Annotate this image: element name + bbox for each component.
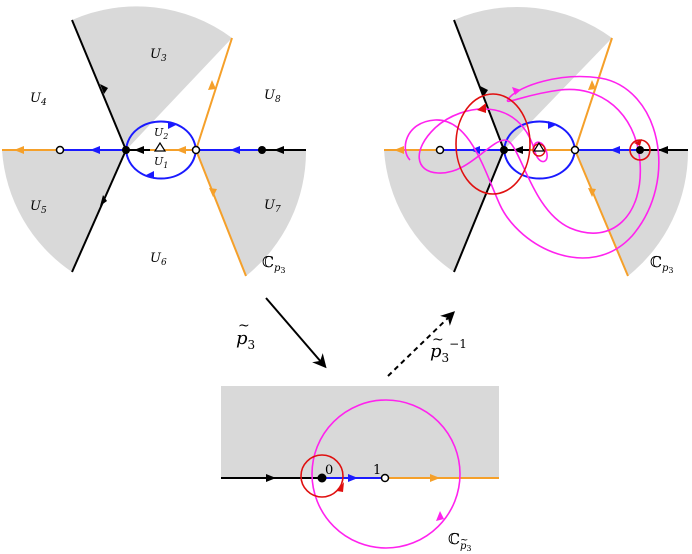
forward-map-arrow — [265, 297, 327, 369]
upper-half-plane — [221, 386, 499, 478]
bottom-arrow-blue — [348, 474, 358, 482]
right-sector-left — [384, 150, 504, 272]
bottom-plane-tilde: ~ — [460, 535, 468, 546]
map-arrows: p3 ~ p3−1 ~ — [236, 297, 467, 377]
left-arrow-orange-mid — [176, 146, 186, 154]
left-plane-label: ℂp3 — [262, 253, 285, 275]
left-panel: U3 U4 U8 U2 U1 U5 U7 U6 ℂp3 — [2, 6, 307, 277]
left-arrow-blue-right — [230, 146, 240, 154]
right-red-arrow-large — [477, 103, 486, 113]
left-arrow-orange-down — [209, 188, 217, 197]
label-u3: U3 — [150, 47, 167, 64]
label-u5: U5 — [30, 199, 47, 216]
left-arrow-black-inner — [134, 146, 144, 154]
right-arrow-black-right — [658, 146, 668, 154]
right-arrow-orange-down — [588, 188, 596, 197]
bottom-plane-label: ℂp3 — [448, 530, 471, 553]
left-arrow-blue-loop-bottom — [146, 171, 154, 179]
left-arrow-orange-up — [208, 80, 216, 90]
left-arrow-orange-left — [14, 146, 24, 154]
right-arrow-black-inner — [513, 146, 523, 154]
left-ray-up-black — [71, 19, 127, 151]
right-triangle-marker — [532, 141, 546, 152]
right-point-open-left — [435, 145, 445, 155]
right-magenta-arrow — [512, 87, 521, 95]
left-arrow-black-right — [274, 146, 284, 154]
right-plane-label: ℂp3 — [650, 253, 673, 275]
bottom-label-one: 1 — [373, 463, 381, 478]
right-arrow-blue-right — [610, 146, 620, 154]
forward-map-label: p3 — [236, 328, 255, 352]
left-point-open-left — [55, 145, 65, 155]
right-ray-down-orange — [574, 149, 629, 277]
right-red-arrow-small — [634, 139, 642, 146]
right-arrow-orange-up — [588, 80, 596, 90]
right-arrow-black-up — [480, 86, 488, 96]
right-ray-up-black — [453, 19, 505, 151]
left-arrow-black-down — [100, 195, 107, 206]
right-arrow-blue-loop — [548, 121, 556, 129]
label-u6: U6 — [150, 251, 167, 268]
left-sector-u7 — [196, 150, 307, 276]
left-ray-down-black — [71, 149, 127, 273]
bottom-arrow-orange — [430, 474, 440, 482]
left-point-critical — [258, 146, 266, 154]
left-arrow-blue-left — [90, 146, 100, 154]
bottom-red-arrow — [337, 482, 344, 492]
right-sector-top — [454, 6, 612, 151]
label-u2: U2 — [154, 126, 168, 141]
inverse-map-tilde: ~ — [432, 332, 444, 348]
bottom-red-circle — [300, 454, 344, 498]
label-u1: U1 — [154, 155, 168, 170]
right-sector-right — [575, 150, 689, 276]
right-point-zero — [500, 146, 508, 154]
label-u4: U4 — [30, 91, 47, 108]
right-panel: ℂp3 — [384, 6, 689, 277]
forward-map-tilde: ~ — [238, 318, 250, 334]
label-u8: U8 — [264, 88, 281, 105]
right-red-loop-large — [455, 93, 531, 195]
bottom-arrow-black — [266, 474, 276, 482]
left-triangle-marker — [153, 141, 167, 152]
inverse-map-label: p3−1 — [430, 337, 467, 365]
bottom-point-one — [380, 473, 390, 483]
right-arrow-orange-left — [394, 146, 404, 154]
bottom-point-zero — [317, 473, 327, 483]
right-point-open-right — [570, 145, 580, 155]
left-arrow-black-up — [100, 84, 108, 94]
bottom-magenta-arrow — [436, 511, 444, 521]
right-point-critical — [636, 146, 644, 154]
left-point-zero — [122, 146, 130, 154]
left-ray-up-orange — [195, 37, 233, 151]
bottom-magenta-circle — [311, 399, 461, 549]
left-arrow-blue-loop-top — [168, 121, 176, 129]
right-ray-down-black — [453, 149, 505, 273]
bottom-label-zero: 0 — [325, 463, 333, 478]
left-sector-u5 — [2, 150, 126, 272]
bottom-panel: 0 1 ℂp3 ~ — [221, 386, 499, 553]
label-u7: U7 — [264, 198, 281, 215]
left-point-open-right — [191, 145, 201, 155]
left-ray-down-orange — [195, 149, 247, 277]
